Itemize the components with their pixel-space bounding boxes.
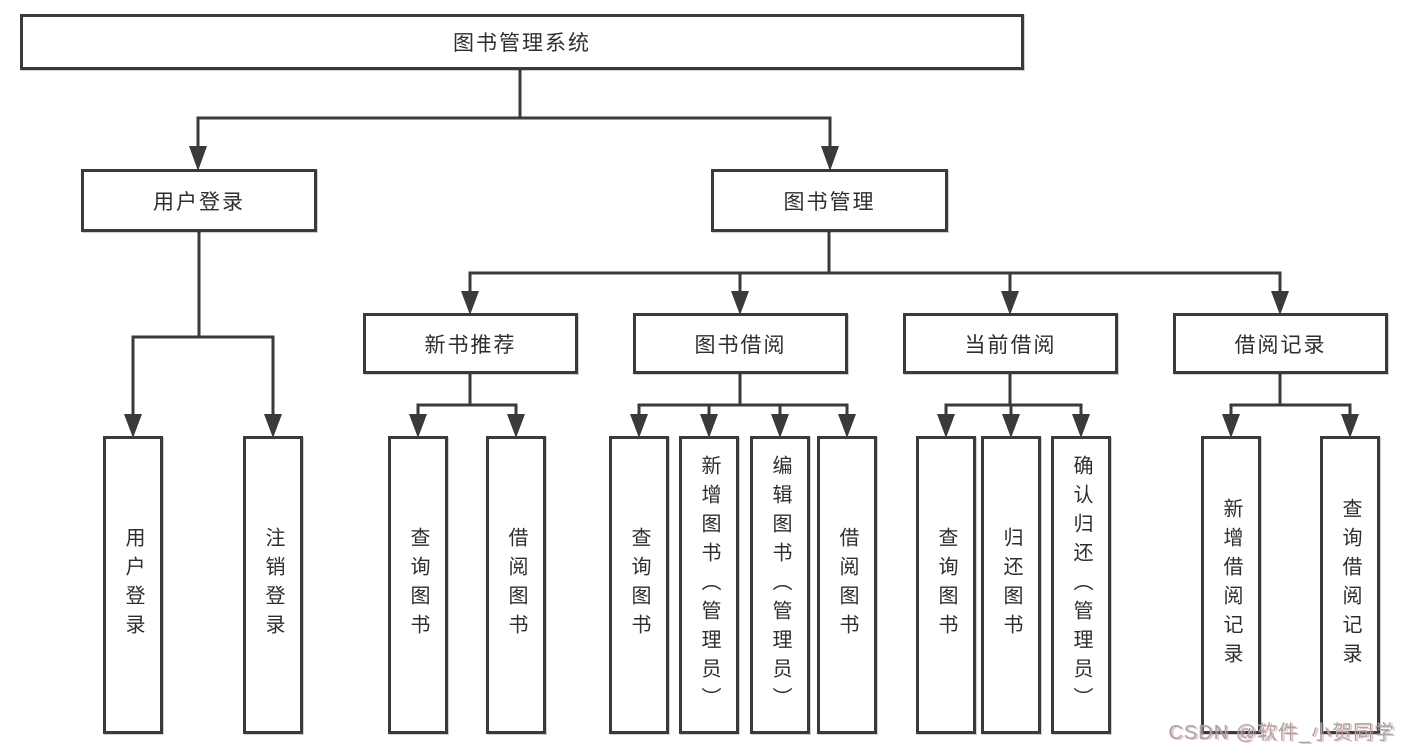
node-leaf-cb-return-books: 归还图书 <box>981 436 1041 734</box>
leaf-label: 确认归还（管理员） <box>1070 454 1092 716</box>
watermark: CSDN @软件_小贺同学 <box>1168 722 1395 744</box>
leaf-label: 查询图书 <box>407 527 429 643</box>
leaf-label: 借阅图书 <box>836 527 858 643</box>
leaf-label: 查询图书 <box>935 527 957 643</box>
leaf-label: 查询借阅记录 <box>1339 498 1361 672</box>
node-leaf-cb-confirm-return: 确认归还（管理员） <box>1051 436 1111 734</box>
node-book-borrowing: 图书借阅 <box>633 313 848 374</box>
node-leaf-nb-borrow-books: 借阅图书 <box>486 436 546 734</box>
node-leaf-br-add-record: 新增借阅记录 <box>1201 436 1261 734</box>
node-book-management: 图书管理 <box>711 169 948 232</box>
node-leaf-bb-query-books: 查询图书 <box>609 436 669 734</box>
leaf-label: 新增图书（管理员） <box>698 454 720 716</box>
node-root: 图书管理系统 <box>20 14 1024 70</box>
leaf-label: 借阅图书 <box>505 527 527 643</box>
leaf-label: 查询图书 <box>628 527 650 643</box>
node-leaf-bb-add-books: 新增图书（管理员） <box>679 436 739 734</box>
leaf-label: 注销登录 <box>262 527 284 643</box>
node-borrowing-records: 借阅记录 <box>1173 313 1388 374</box>
node-leaf-bb-borrow-books: 借阅图书 <box>817 436 877 734</box>
node-current-borrowing: 当前借阅 <box>903 313 1118 374</box>
node-leaf-nb-query-books: 查询图书 <box>388 436 448 734</box>
node-user-login: 用户登录 <box>81 169 317 232</box>
node-leaf-bb-edit-books: 编辑图书（管理员） <box>750 436 810 734</box>
node-leaf-br-query-record: 查询借阅记录 <box>1320 436 1380 734</box>
node-new-book-recommend: 新书推荐 <box>363 313 578 374</box>
node-leaf-user-login: 用户登录 <box>103 436 163 734</box>
node-leaf-cb-query-books: 查询图书 <box>916 436 976 734</box>
leaf-label: 归还图书 <box>1000 527 1022 643</box>
leaf-label: 用户登录 <box>122 527 144 643</box>
leaf-label: 编辑图书（管理员） <box>769 454 791 716</box>
node-leaf-logout: 注销登录 <box>243 436 303 734</box>
leaf-label: 新增借阅记录 <box>1220 498 1242 672</box>
